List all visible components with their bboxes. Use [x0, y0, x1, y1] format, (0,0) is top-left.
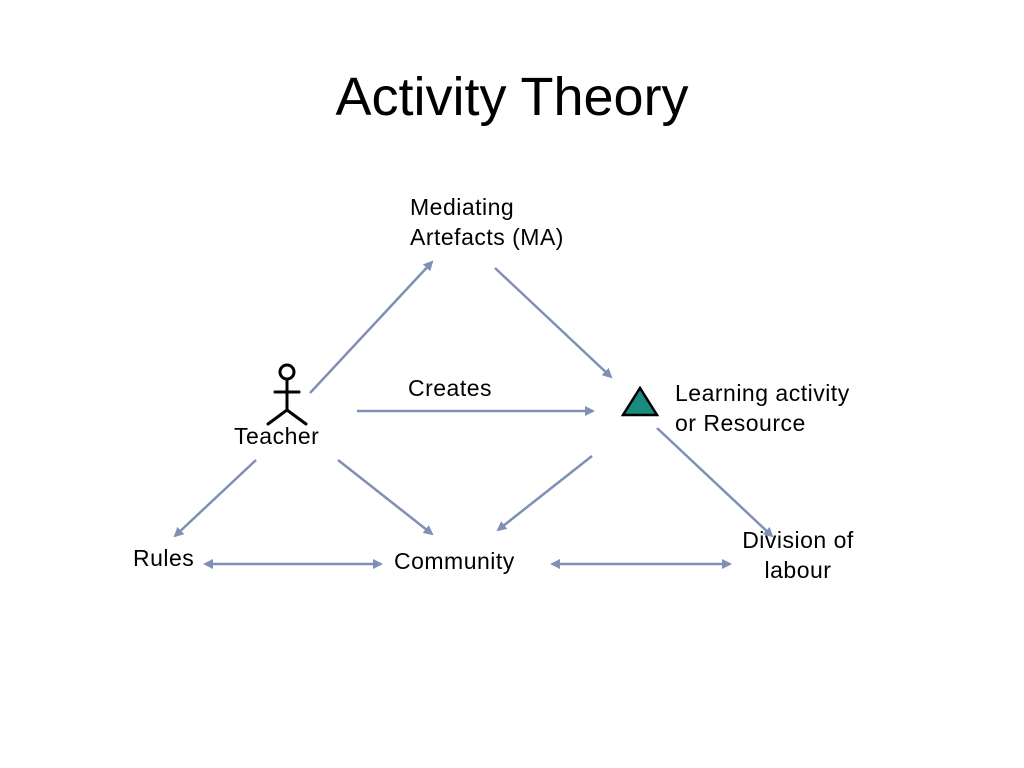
division-of-labour-line1: Division of	[742, 527, 854, 553]
community-label: Community	[394, 548, 515, 574]
division-of-labour-line2: labour	[764, 557, 832, 583]
arrow-teacher-to-rules	[173, 459, 257, 538]
arrow-activity-to-community	[496, 455, 593, 532]
teacher-label: Teacher	[234, 423, 320, 449]
mediating-artefacts-line1: Mediating	[410, 194, 515, 220]
slide-title: Activity Theory	[335, 67, 689, 127]
arrow-teacher-to-community	[337, 459, 434, 536]
rules-label: Rules	[133, 545, 195, 571]
arrow-teacher-to-artefacts	[309, 260, 434, 394]
learning-activity-line2: or Resource	[675, 410, 806, 436]
arrow-activity-to-division	[656, 427, 774, 538]
division-of-labour-label: Division of labour	[722, 525, 874, 585]
creates-label: Creates	[408, 375, 493, 401]
learning-activity-line1: Learning activity	[675, 380, 850, 406]
mediating-artefacts-line2: Artefacts (MA)	[410, 224, 564, 250]
arrow-artefacts-to-activity	[494, 267, 613, 379]
learning-activity-label: Learning activity or Resource	[675, 378, 850, 438]
stick-figure-icon	[266, 363, 308, 426]
triangle-icon	[620, 385, 660, 417]
mediating-artefacts-label: Mediating Artefacts (MA)	[410, 192, 564, 252]
